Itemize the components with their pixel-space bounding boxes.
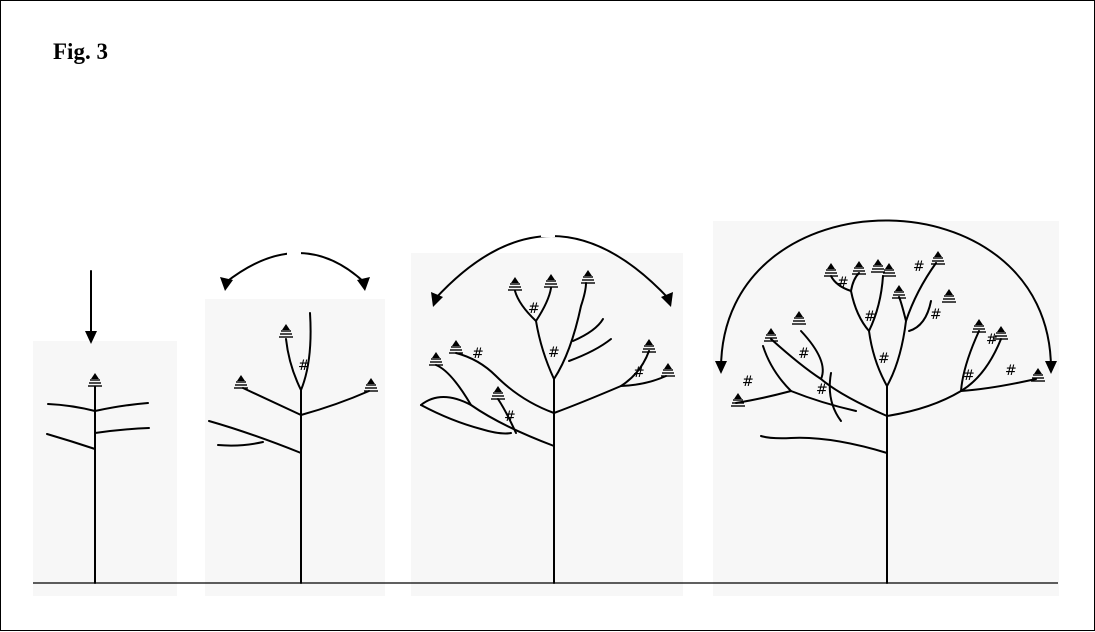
hash-marker: # xyxy=(864,309,876,325)
hash-marker: # xyxy=(633,365,645,381)
hash-marker: # xyxy=(528,301,540,317)
panel-stage-3 xyxy=(411,253,683,596)
hash-marker: # xyxy=(878,351,890,367)
hash-marker: # xyxy=(798,346,810,362)
hash-marker: # xyxy=(837,275,849,291)
hash-marker: # xyxy=(816,382,828,398)
hash-marker: # xyxy=(986,332,998,348)
hash-marker: # xyxy=(930,307,942,323)
hash-marker: # xyxy=(742,374,754,390)
spread-arc xyxy=(225,253,365,283)
hash-marker: # xyxy=(504,409,516,425)
panel-stage-2 xyxy=(205,299,385,596)
hash-marker: # xyxy=(913,259,925,275)
hash-marker: # xyxy=(1005,363,1017,379)
hash-marker: # xyxy=(548,345,560,361)
hash-marker: # xyxy=(472,346,484,362)
arc-arrowhead-right xyxy=(357,277,370,291)
panel-stage-1 xyxy=(33,341,177,596)
hash-marker: # xyxy=(963,368,975,384)
hash-marker: # xyxy=(298,358,310,374)
